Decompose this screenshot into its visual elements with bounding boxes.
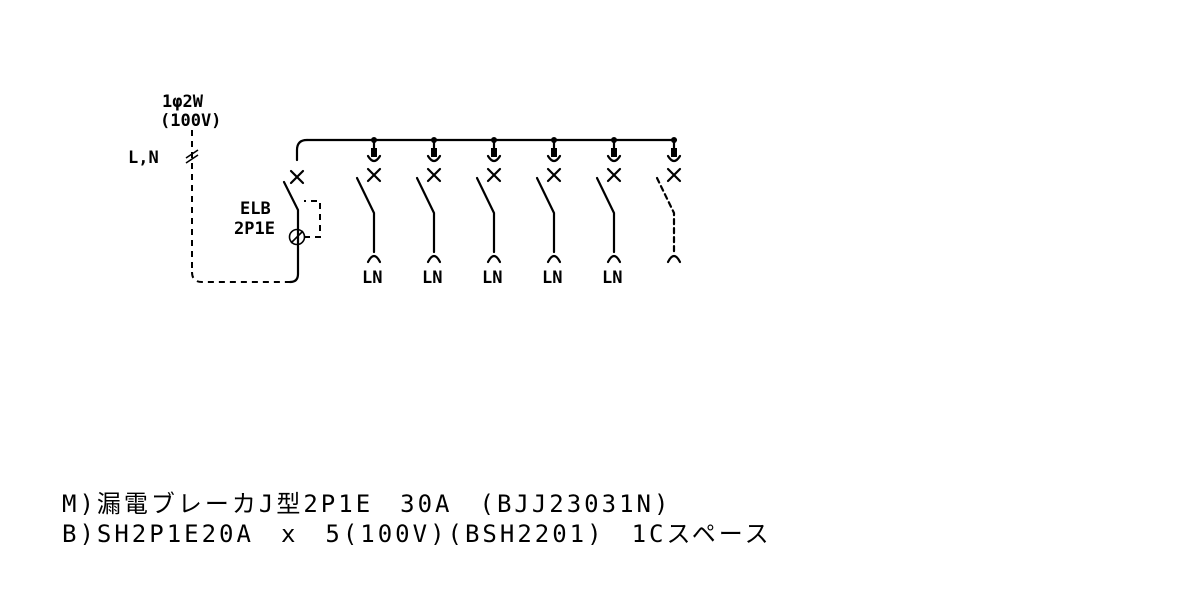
main-breaker-spec-note: M)漏電ブレーカJ型2P1E 30A (BJJ23031N) [62,490,672,518]
supply-line-label: L,N [128,148,159,168]
supply-voltage-label: (100V) [160,111,221,131]
main-breaker-type-label: ELB [240,199,271,219]
main-breaker-poles-label: 2P1E [234,219,275,239]
branch-circuit: LN [475,137,502,288]
branch-circuit: LN [415,137,442,288]
branch-load-label: LN [602,268,622,288]
branch-breaker-spec-note: B)SH2P1E20A x 5(100V)(BSH2201) 1Cスペース [62,520,772,548]
branch-circuit: LN [535,137,562,288]
branch-load-label: LN [422,268,442,288]
branch-load-label: LN [542,268,562,288]
incoming-feeder [185,130,290,283]
branch-circuit [655,137,682,264]
branch-circuit: LN [595,137,622,288]
branch-load-label: LN [482,268,502,288]
branch-circuit: LN [355,137,382,288]
branch-circuits: LN LN LN LN LN [355,137,682,288]
branch-load-label: LN [362,268,382,288]
main-breaker: ELB 2P1E [234,138,321,284]
supply-phase-label: 1φ2W [162,92,204,112]
